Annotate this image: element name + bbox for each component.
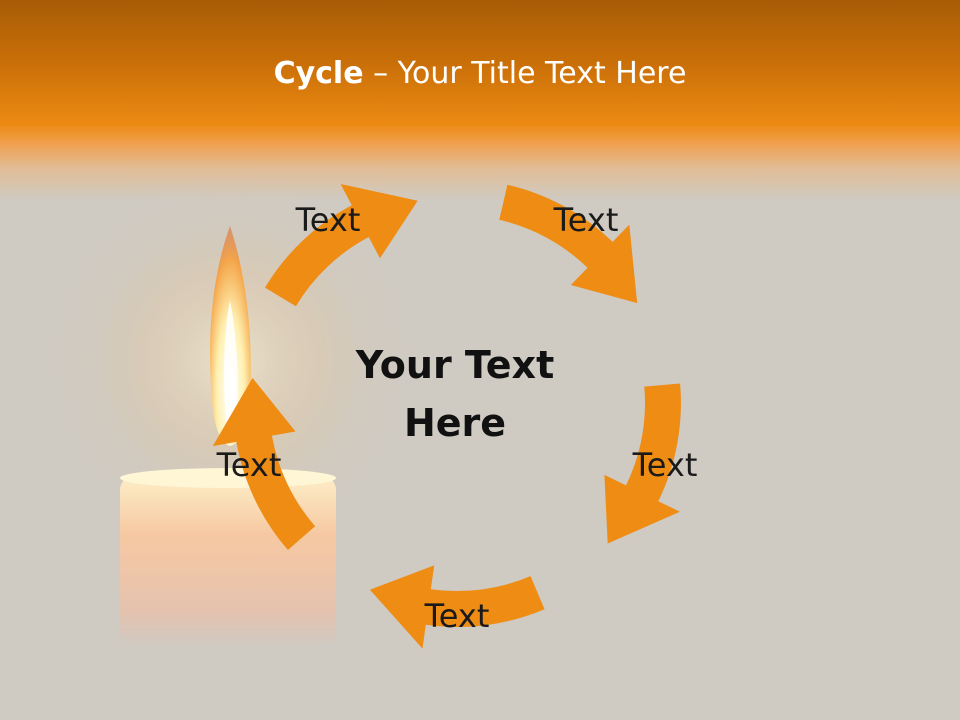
slide-title: Cycle – Your Title Text Here xyxy=(0,52,960,96)
title-rest: – Your Title Text Here xyxy=(363,56,687,91)
cycle-arrow-3 xyxy=(369,565,545,649)
node-label-5: Text xyxy=(216,446,282,484)
cycle-arrow-5 xyxy=(265,184,418,307)
center-text-line-1: Your Text xyxy=(355,343,555,387)
center-text-line-2: Here xyxy=(403,401,507,445)
node-label-3: Text xyxy=(632,446,698,484)
node-label-2: Text xyxy=(553,201,619,239)
cycle-arrow-4 xyxy=(212,377,316,550)
cycle-arrow-1 xyxy=(499,184,638,304)
title-strong: Cycle xyxy=(273,56,364,91)
header-band xyxy=(0,0,960,200)
cycle-arrow-2 xyxy=(604,383,681,544)
center-text: Your Text Here xyxy=(305,336,605,452)
node-label-1: Text xyxy=(295,201,361,239)
node-label-4: Text xyxy=(424,597,490,635)
